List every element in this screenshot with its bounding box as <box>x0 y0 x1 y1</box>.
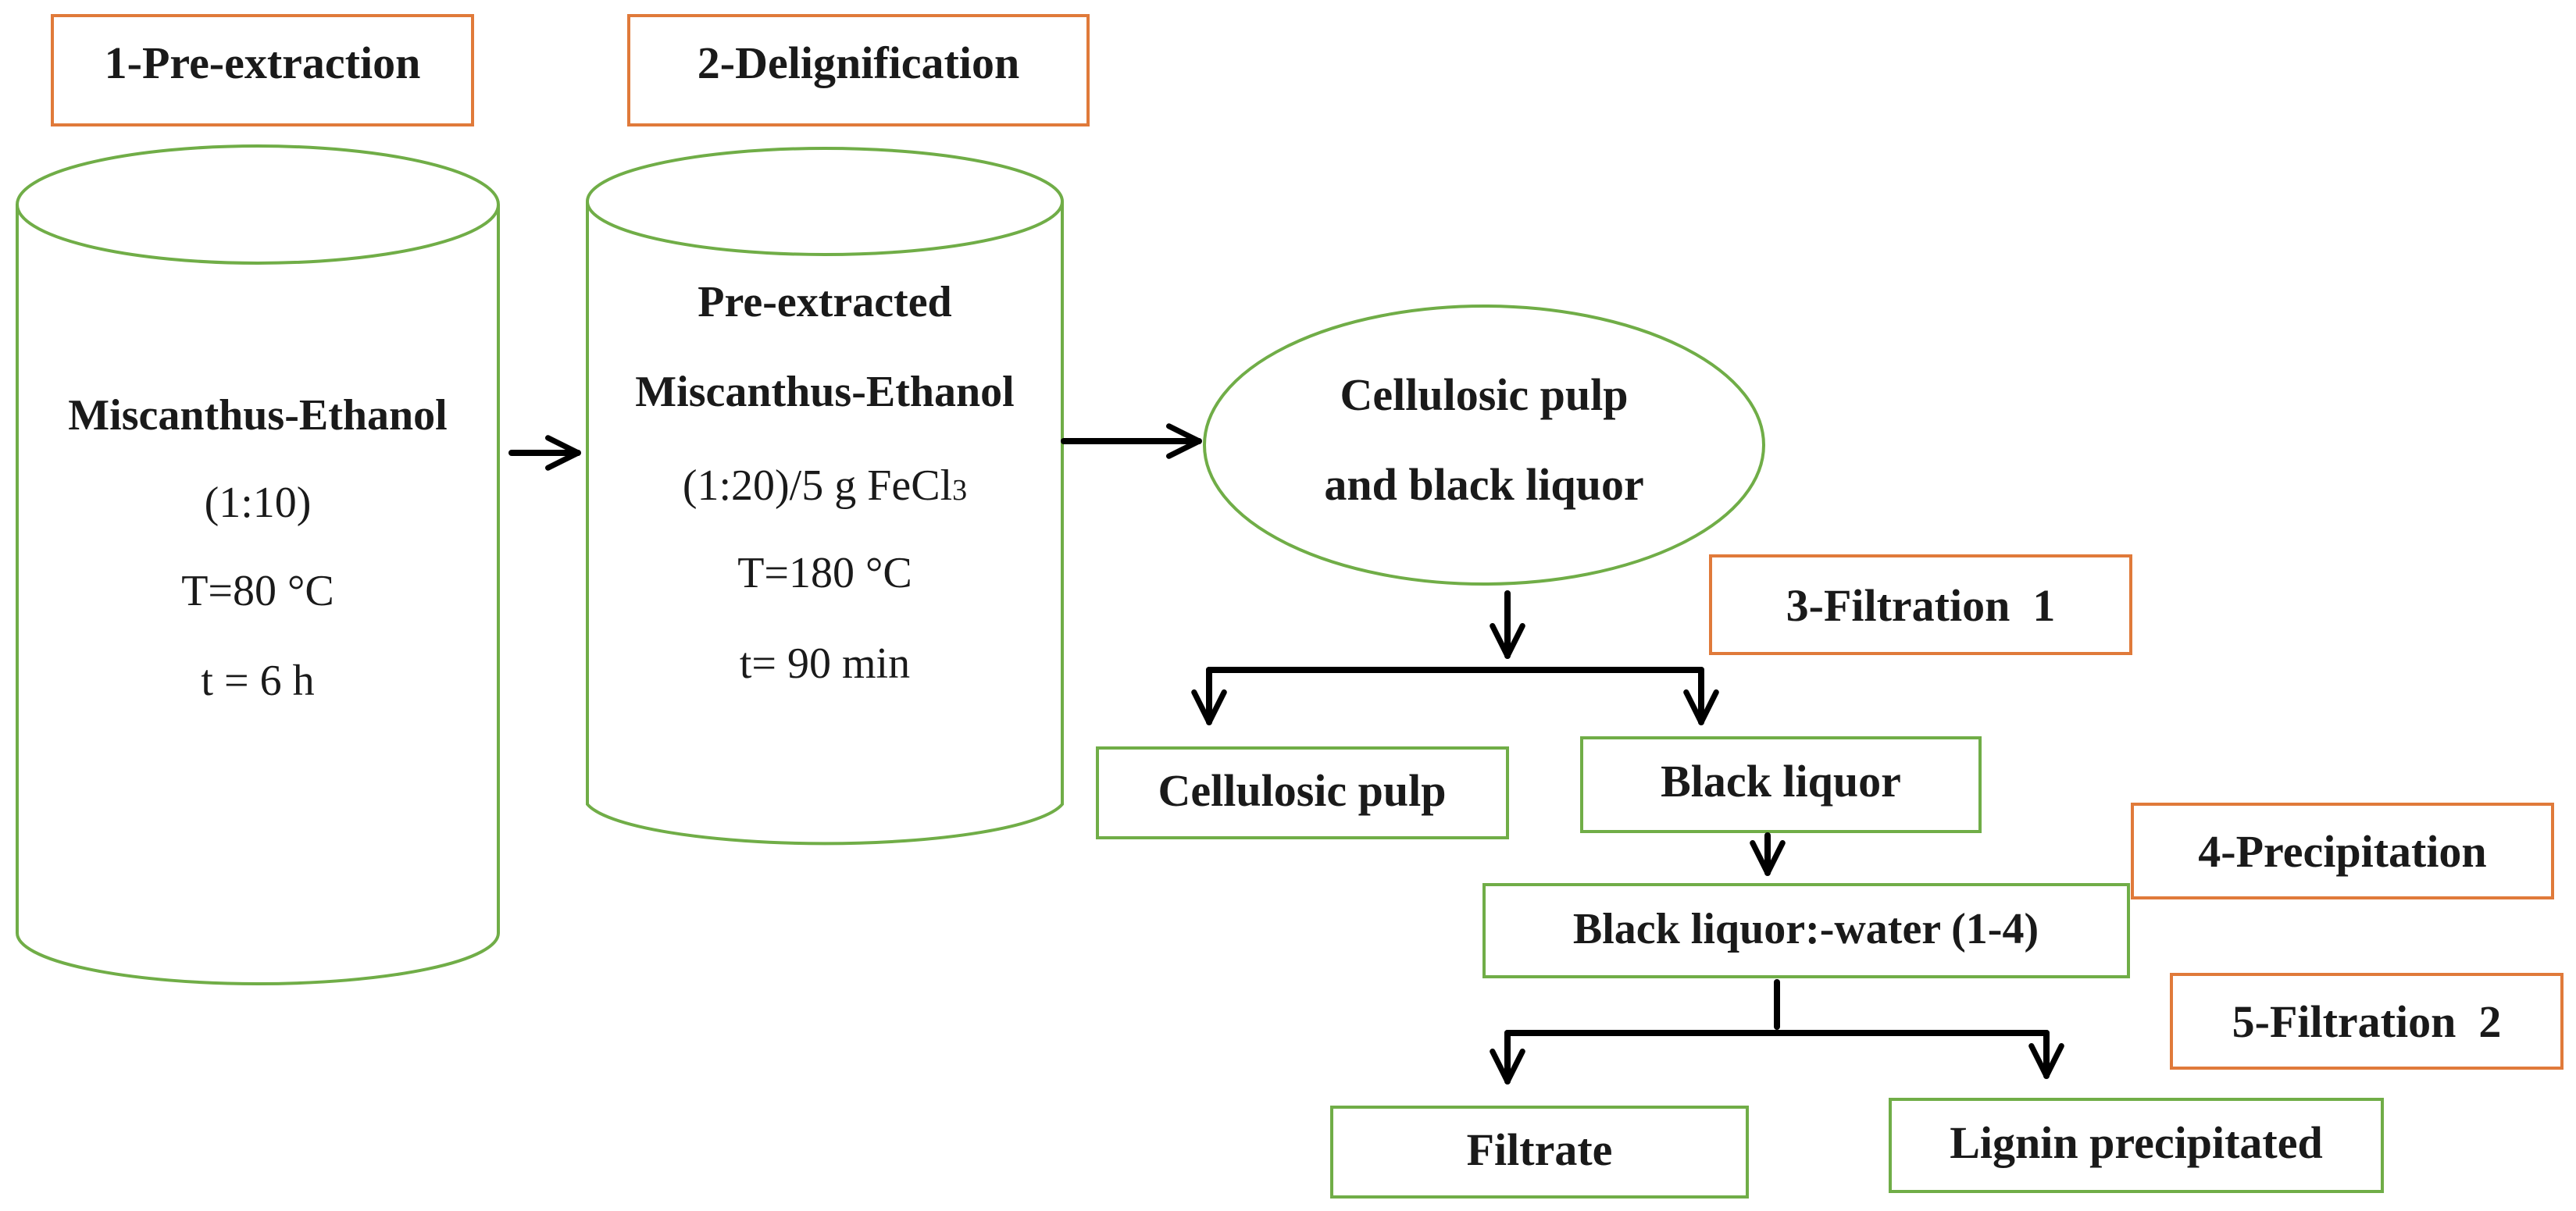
step-label-text: 2-Delignification <box>698 37 1019 88</box>
pulp-node-line: Cellulosic pulp <box>1340 369 1628 420</box>
filtrate-box: Filtrate <box>1330 1106 1749 1199</box>
step-label-text: 4-Precipitation <box>2198 826 2486 877</box>
vessel-2-line: Pre-extracted <box>698 278 951 326</box>
branch-filtration-2 <box>1490 979 2064 1085</box>
vessel-1-line: t = 6 h <box>201 657 314 705</box>
black-liquor-water-box: Black liquor:-water (1-4) <box>1482 883 2130 978</box>
output-label: Black liquor:-water (1-4) <box>1573 905 2039 953</box>
step-label-text: 1-Pre-extraction <box>105 37 421 88</box>
vessel-2-line: Miscanthus-Ethanol <box>635 368 1014 416</box>
vessel-1-line: Miscanthus-Ethanol <box>68 391 447 440</box>
vessel-2-formula-subscript: 3 <box>952 474 967 507</box>
step-label-delignification: 2-Delignification <box>627 14 1090 126</box>
vessel-2-line: (1:20)/5 g FeCl3 <box>683 461 967 510</box>
step-label-text: 5-Filtration 2 <box>2232 996 2502 1047</box>
step-label-filtration-1: 3-Filtration 1 <box>1709 554 2132 655</box>
pulp-node-line: and black liquor <box>1324 459 1643 510</box>
black-liquor-box: Black liquor <box>1580 736 1982 833</box>
step-label-precipitation: 4-Precipitation <box>2131 803 2554 899</box>
vessel-1-line: T=80 °C <box>181 567 334 615</box>
output-label: Filtrate <box>1467 1124 1613 1175</box>
step-label-filtration-2: 5-Filtration 2 <box>2170 973 2564 1070</box>
vessel-1-line: (1:10) <box>205 479 312 527</box>
vessel-2-line: T=180 °C <box>737 549 912 597</box>
output-label: Lignin precipitated <box>1950 1117 2322 1168</box>
delignification-vessel: Pre-extracted Miscanthus-Ethanol (1:20)/… <box>586 147 1064 846</box>
output-label: Cellulosic pulp <box>1158 765 1446 816</box>
step-label-pre-extraction: 1-Pre-extraction <box>51 14 474 126</box>
output-label: Black liquor <box>1661 756 1901 807</box>
vessel-2-line: t= 90 min <box>740 639 910 688</box>
vessel-2-formula: (1:20)/5 g FeCl <box>683 461 952 510</box>
branch-filtration-1 <box>1191 667 1719 725</box>
pre-extraction-vessel: Miscanthus-Ethanol (1:10) T=80 °C t = 6 … <box>16 144 500 985</box>
lignin-precipitated-box: Lignin precipitated <box>1889 1098 2384 1193</box>
cellulosic-pulp-box: Cellulosic pulp <box>1096 746 1509 839</box>
step-label-text: 3-Filtration 1 <box>1786 580 2056 631</box>
pulp-and-liquor-node: Cellulosic pulp and black liquor <box>1203 305 1765 586</box>
